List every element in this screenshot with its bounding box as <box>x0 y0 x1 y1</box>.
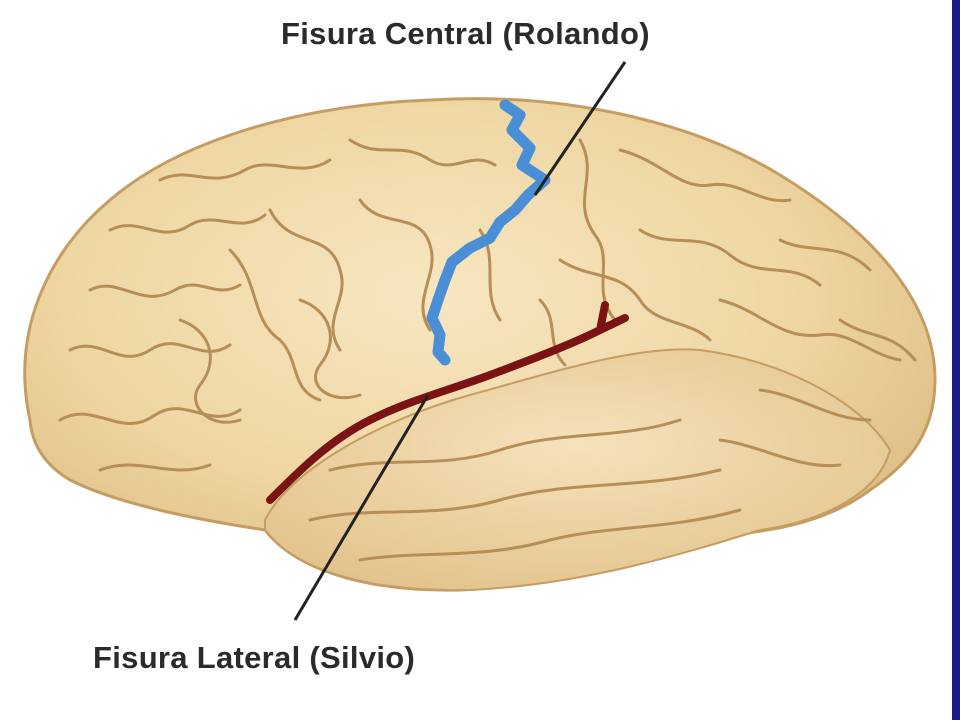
central-fissure-label: Fisura Central (Rolando) <box>281 16 650 51</box>
temporal-lobe <box>264 348 892 592</box>
gyri-texture <box>58 138 917 562</box>
lateral-fissure-label: Fisura Lateral (Silvio) <box>93 640 416 675</box>
right-border-bar <box>952 0 960 720</box>
central-fissure-leader-line <box>533 61 627 196</box>
central-fissure <box>426 99 551 366</box>
lateral-fissure-leader-line <box>293 394 430 621</box>
lateral-fissure <box>266 301 629 504</box>
